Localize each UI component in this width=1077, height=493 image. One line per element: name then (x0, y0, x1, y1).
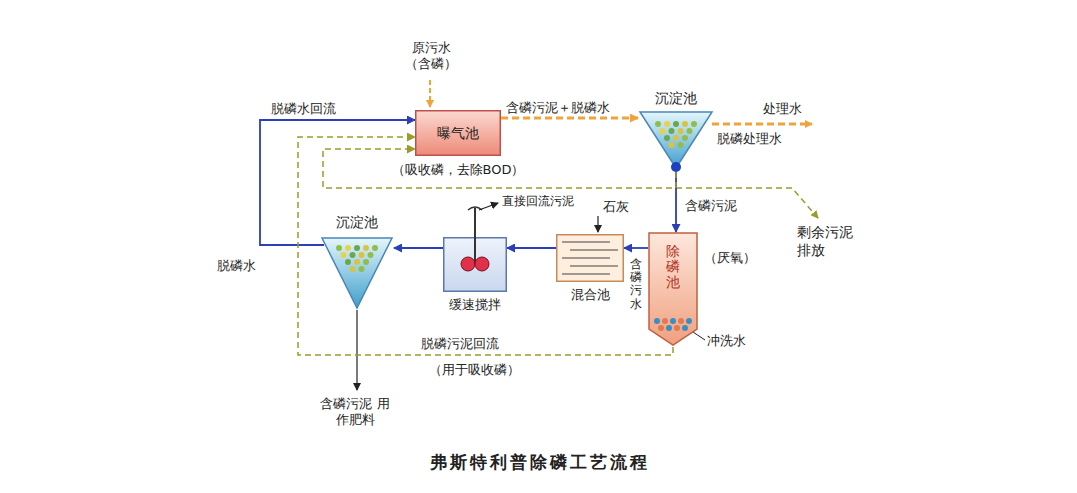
annotation-label: 处理水 (762, 101, 803, 117)
annotation-label: 脱磷水 (216, 258, 257, 274)
lime-line (597, 216, 598, 232)
annotation-label: 直接回流污泥 (501, 194, 575, 209)
figure-caption: 弗斯特利普除磷工艺流程 (0, 452, 1077, 473)
flow-connector (624, 247, 648, 249)
settling-tank-outline (320, 236, 394, 312)
annotation-label: （用于吸收磷） (428, 362, 521, 378)
flow-connector (507, 247, 556, 249)
annotation-label: 冲洗水 (706, 333, 747, 349)
node-note: （吸收磷，去除BOD） (392, 162, 525, 178)
settling-tank: 沉淀池 (638, 110, 714, 172)
flow-connector (501, 117, 638, 120)
fertilizer-line (356, 310, 357, 390)
node-title: 沉淀池 (336, 214, 378, 231)
annotation-label: 脱磷处理水 (716, 131, 783, 147)
direct-return-arrow (479, 203, 498, 210)
node-title: 除磷池 (666, 244, 680, 290)
node-title: 曝气池 (415, 110, 501, 156)
node-title: 混合池 (571, 287, 610, 303)
flow-connector (298, 137, 673, 355)
settling-tank: 沉淀池 (320, 236, 394, 312)
slow-stirring-tank-outline (443, 237, 507, 292)
flow-connector (394, 247, 443, 249)
flow-connector (675, 172, 677, 232)
slow-stirring-tank: 缓速搅拌 (443, 237, 507, 292)
node-note: （厌氧） (704, 250, 756, 266)
annotation-label: 剩余污泥排放 (796, 224, 858, 259)
flow-label: 含磷污泥 (684, 198, 738, 214)
flow-label: 含磷污泥＋脱磷水 (505, 100, 611, 116)
node-title: 缓速搅拌 (449, 297, 501, 313)
treated-water-line (712, 123, 812, 126)
flow-label: 含磷污水 (629, 258, 643, 311)
mixing-tank: 混合池 (556, 234, 624, 282)
excess-sludge-line (676, 188, 818, 218)
flow-connector (260, 120, 415, 245)
phosphorus-stripping-tank: 除磷池（厌氧） (648, 232, 698, 347)
annotation-label: 含磷污泥 用作肥料 (318, 396, 392, 429)
raw-water-line (429, 80, 431, 107)
flow-label: 脱磷水回流 (270, 101, 337, 117)
flow-label: 脱磷污泥回流 (420, 336, 500, 352)
settling-tank-outline (638, 110, 714, 172)
node-title: 沉淀池 (655, 90, 697, 107)
aeration-tank: 曝气池（吸收磷，去除BOD） (415, 110, 501, 156)
annotation-label: 原污水 （含磷） (398, 40, 464, 73)
annotation-label: 石灰 (602, 199, 630, 215)
mixing-tank-outline (556, 234, 624, 282)
